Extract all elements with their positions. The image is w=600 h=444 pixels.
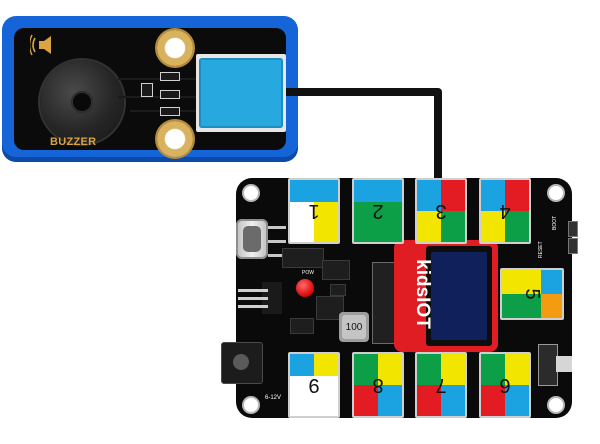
reset-button[interactable] [568, 221, 578, 237]
pin [268, 240, 286, 243]
ic-chip [322, 260, 350, 280]
port-5[interactable]: 5 [500, 268, 564, 320]
header-pin [238, 305, 268, 308]
pcb-trace [118, 96, 198, 98]
power-label: POW [302, 270, 314, 276]
port-8[interactable]: 8 [352, 352, 404, 418]
dc-jack-socket [233, 354, 249, 370]
ic-chip [282, 248, 324, 268]
port-9[interactable]: 9 [288, 352, 340, 418]
voltage-label: 6-12V [265, 395, 282, 401]
port-2[interactable]: 2 [352, 178, 404, 244]
port-4[interactable]: 4 [479, 178, 531, 244]
ic-chip [316, 296, 344, 320]
mounting-pad-bottom [157, 121, 193, 157]
resistor [160, 107, 180, 116]
boot-button[interactable] [568, 238, 578, 254]
ic-chip [330, 284, 346, 296]
port-3[interactable]: 3 [415, 178, 467, 244]
mounting-hole [549, 398, 563, 412]
power-switch[interactable] [538, 344, 558, 386]
brand-label: kidsIOT [412, 259, 433, 329]
mounting-hole [244, 186, 258, 200]
resistor [160, 90, 180, 99]
port-1[interactable]: 1 [288, 178, 340, 244]
speaker-icon [30, 34, 51, 56]
power-led [296, 279, 314, 297]
mounting-hole [244, 398, 258, 412]
pin [268, 254, 286, 257]
ic-chip [290, 318, 314, 334]
buzzer-label: BUZZER [50, 136, 97, 148]
header-pin [238, 297, 268, 300]
oled-screen [431, 252, 487, 340]
port-7[interactable]: 7 [415, 352, 467, 418]
usb-c-slot [243, 226, 261, 252]
buzzer-hole [71, 91, 93, 113]
mounting-pad-top [157, 30, 193, 66]
boot-label: BOOT [552, 215, 558, 230]
transistor [141, 83, 153, 97]
pcb-trace [118, 78, 198, 80]
power-switch-knob[interactable] [556, 356, 572, 372]
reset-label: RESET [538, 241, 544, 258]
inductor-label: 100 [342, 315, 366, 339]
ribbon-connector [372, 262, 396, 344]
module-port[interactable] [199, 58, 283, 128]
port-6[interactable]: 6 [479, 352, 531, 418]
pin [268, 226, 286, 229]
mounting-hole [549, 186, 563, 200]
resistor [160, 72, 180, 81]
header-pin [238, 289, 268, 292]
